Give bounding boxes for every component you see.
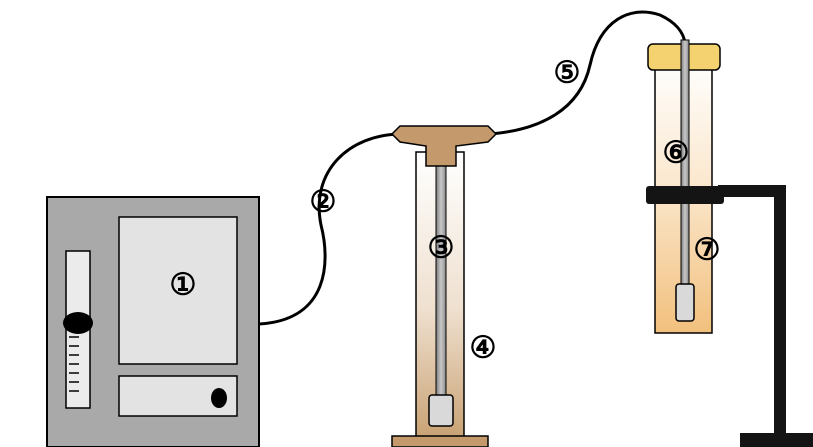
rotameter-icon bbox=[63, 250, 93, 409]
vial-probe-bulb bbox=[675, 283, 695, 322]
tube-column-to-vial bbox=[489, 10, 687, 136]
column-inner-rod bbox=[435, 164, 447, 399]
label-5: ⑤ bbox=[554, 56, 581, 91]
rotameter-float bbox=[63, 312, 93, 334]
device-knob bbox=[211, 388, 227, 408]
vial-clamp bbox=[646, 186, 724, 204]
tubing bbox=[258, 10, 687, 326]
tube-device-to-column bbox=[258, 132, 401, 326]
label-6: ⑥ bbox=[663, 136, 690, 171]
label-4: ④ bbox=[470, 331, 497, 366]
labels: ① ② ③ ④ ⑤ ⑥ ⑦ bbox=[170, 56, 721, 366]
pump-controller-icon bbox=[46, 196, 260, 447]
rotameter-scale bbox=[69, 336, 79, 392]
stand-arm bbox=[718, 185, 786, 197]
label-1: ① bbox=[170, 268, 197, 303]
device-screen bbox=[118, 216, 238, 365]
label-3: ③ bbox=[428, 231, 455, 266]
column-tee-connector bbox=[390, 125, 498, 167]
label-2: ② bbox=[310, 185, 337, 220]
clamp-stand-icon bbox=[646, 185, 813, 447]
label-7: ⑦ bbox=[694, 233, 721, 268]
column-base bbox=[391, 435, 489, 447]
column-inner-bulb bbox=[428, 394, 454, 427]
stand-base bbox=[740, 433, 813, 447]
column-icon bbox=[390, 125, 498, 447]
stand-rod bbox=[774, 185, 786, 435]
